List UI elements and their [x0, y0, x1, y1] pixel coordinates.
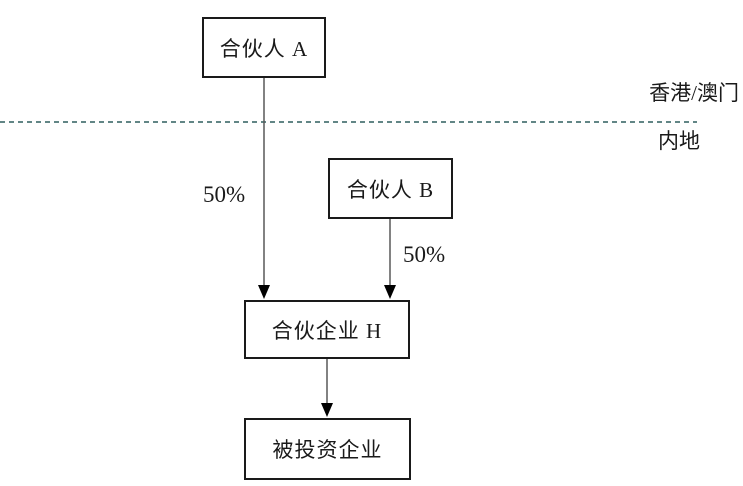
node-partner-a-label: 合伙人 A	[219, 36, 309, 61]
edge-h-to-investee-arrowhead-icon	[321, 403, 333, 417]
region-label-mainland: 内地	[658, 129, 700, 153]
node-investee: 被投资企业	[244, 418, 411, 480]
edge-partner-b-to-h-arrowhead-icon	[384, 285, 396, 299]
node-investee-label: 被投资企业	[272, 438, 383, 462]
region-label-hongkong-macau: 香港/澳门	[649, 81, 739, 105]
node-partner-a: 合伙人 A	[202, 17, 326, 78]
edge-partner-a-to-h-arrowhead-icon	[258, 285, 270, 299]
node-partnership-h-label: 合伙企业 H	[271, 318, 383, 343]
edge-label-partner-a-50pct: 50%	[203, 182, 246, 207]
node-partner-b-label: 合伙人 B	[346, 177, 435, 202]
edge-label-partner-b-50pct: 50%	[403, 242, 446, 267]
node-partnership-h: 合伙企业 H	[244, 300, 410, 359]
node-partner-b: 合伙人 B	[328, 158, 453, 219]
